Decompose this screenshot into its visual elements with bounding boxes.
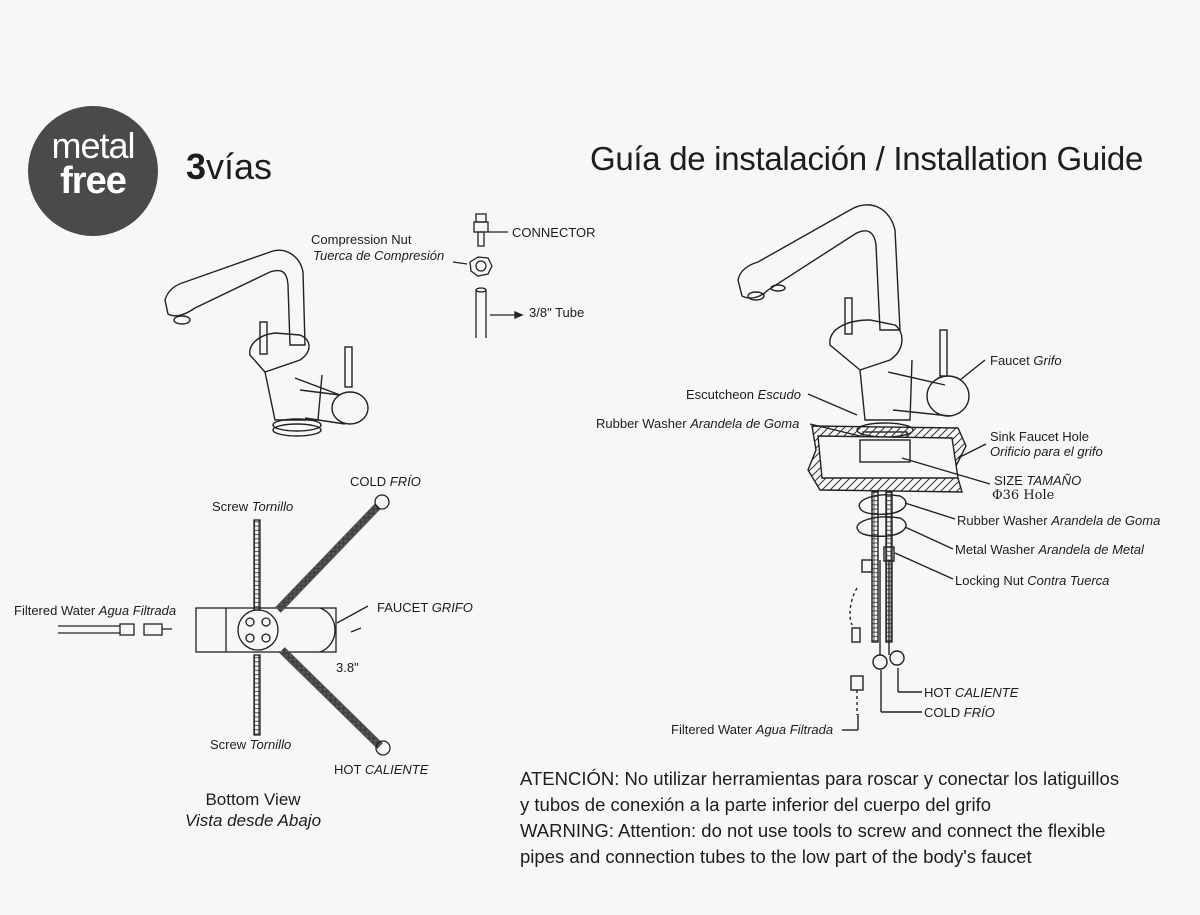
label-locking-nut: Locking Nut Contra Tuerca [955, 573, 1110, 588]
label-filtered-water: Filtered Water Agua Filtrada [671, 722, 834, 737]
warning-es-line-2: y tubos de conexión a la parte inferior … [520, 794, 992, 815]
warning-text: ATENCIÓN: No utilizar herramientas para … [520, 766, 1180, 870]
logo-line-metal: metal [51, 125, 135, 166]
product-word: vías [206, 146, 273, 187]
label-sink-faucet-hole: Sink Faucet Hole [990, 429, 1089, 444]
label-bv-filtered-water: Filtered Water Agua Filtrada [14, 603, 177, 618]
label-sink-faucet-hole-es: Orificio para el grifo [990, 444, 1103, 459]
label-size: SIZE TAMAÑO [994, 473, 1082, 488]
warning-es-line-1: ATENCIÓN: No utilizar herramientas para … [520, 768, 1120, 789]
label-tube: 3/8" Tube [529, 305, 585, 320]
label-bv-cold: COLD FRÍO [350, 474, 421, 489]
label-rubber-washer-top: Rubber Washer Arandela de Goma [596, 416, 800, 431]
warning-en-line-2: pipes and connection tubes to the low pa… [520, 846, 1032, 867]
label-cold: COLD FRÍO [924, 705, 995, 720]
bottom-view-caption: Bottom View [205, 790, 301, 809]
product-name: 3vías [186, 147, 272, 187]
bottom-view-caption-es: Vista desde Abajo [184, 811, 322, 830]
label-bv-screw-top: Screw Tornillo [212, 499, 294, 514]
label-bv-dimension: 3.8" [336, 660, 359, 675]
label-hot: HOT CALIENTE [924, 685, 1019, 700]
product-number: 3 [186, 146, 207, 187]
label-compression-nut: Compression Nut [311, 232, 412, 247]
label-bv-faucet: FAUCET GRIFO [377, 600, 473, 615]
faucet-side-view-left [164, 249, 369, 437]
label-rubber-washer-bottom: Rubber Washer Arandela de Goma [957, 513, 1161, 528]
label-hole-diameter: Φ36 Hole [992, 488, 1055, 503]
faucet-installation-drawing [737, 204, 991, 731]
label-metal-washer: Metal Washer Arandela de Metal [955, 542, 1144, 557]
logo-line-free: free [60, 160, 127, 202]
label-escutcheon: Escutcheon Escudo [686, 387, 801, 402]
label-connector: CONNECTOR [512, 225, 596, 240]
label-bv-screw-bottom: Screw Tornillo [210, 737, 292, 752]
page-title: Guía de instalación / Installation Guide [590, 140, 1144, 177]
label-faucet: Faucet Grifo [990, 353, 1062, 368]
label-bv-hot: HOT CALIENTE [334, 762, 429, 777]
warning-en-line-1: WARNING: Attention: do not use tools to … [520, 820, 1106, 841]
metal-free-logo: metal free [28, 106, 158, 236]
compression-parts [452, 213, 524, 338]
label-compression-nut-es: Tuerca de Compresión [313, 248, 445, 263]
bottom-view-drawing [58, 494, 391, 756]
